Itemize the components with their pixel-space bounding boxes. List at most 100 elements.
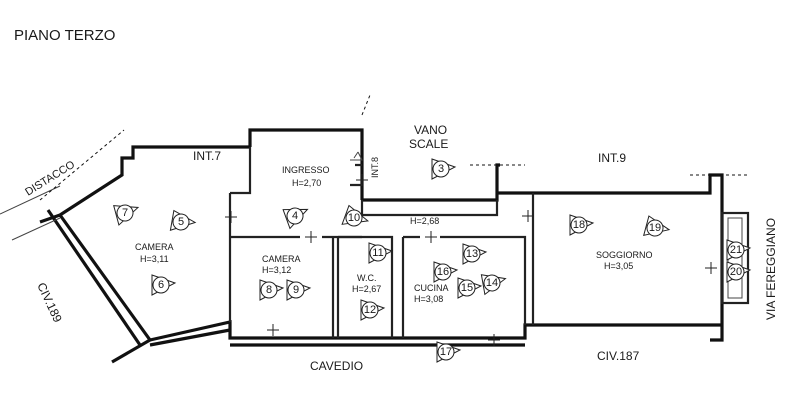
distacco-label: DISTACCO — [23, 158, 77, 198]
door-mark — [488, 334, 500, 346]
via-label: VIA FEREGGIANO — [764, 218, 778, 320]
south-outer-wall — [149, 328, 525, 347]
west-diagonal-wall — [39, 213, 153, 364]
door-mark — [356, 174, 368, 186]
vano-scale-walls — [362, 163, 533, 202]
south-wall — [149, 320, 722, 342]
view-marker: 15 — [457, 277, 483, 299]
view-marker-circle — [172, 213, 190, 231]
camera-small-name: CAMERA — [262, 254, 301, 264]
view-marker-circle — [432, 160, 450, 178]
soggiorno-name: SOGGIORNO — [596, 250, 653, 260]
view-marker: 13 — [462, 243, 488, 265]
wc-height: H=2,67 — [352, 284, 381, 294]
view-marker-label: 15 — [461, 282, 473, 294]
view-marker: 14 — [480, 274, 507, 296]
vano-label-1: VANO — [414, 123, 447, 137]
door-marks — [225, 174, 717, 346]
view-marker-label: 12 — [364, 304, 376, 316]
view-marker: 10 — [341, 204, 370, 227]
view-marker-label: 11 — [372, 247, 383, 259]
door-mark — [225, 211, 237, 223]
view-marker-circle — [463, 245, 481, 263]
view-marker-circle — [260, 281, 278, 299]
door-mark — [305, 231, 317, 243]
door-mark — [705, 262, 717, 274]
view-marker-label: 8 — [266, 284, 272, 296]
view-marker-circle — [287, 281, 305, 299]
ingresso-divider — [350, 163, 362, 187]
balcony — [720, 211, 750, 305]
view-marker-circle — [727, 241, 745, 259]
view-marker: 17 — [436, 341, 462, 363]
distacco-edges — [0, 185, 61, 241]
civ187-label: CIV.187 — [597, 349, 640, 363]
view-marker-label: 14 — [486, 277, 498, 289]
view-marker-circle — [570, 216, 588, 234]
view-marker-circle — [369, 244, 387, 262]
view-marker-circle — [458, 279, 476, 297]
ingresso-height: H=2,70 — [292, 178, 321, 188]
view-marker-circle — [361, 301, 379, 319]
camera-small-height: H=3,12 — [262, 265, 291, 275]
view-marker-circle — [483, 274, 501, 292]
view-marker-label: 19 — [649, 222, 661, 234]
view-marker: 6 — [151, 274, 177, 296]
view-marker: 12 — [360, 299, 386, 321]
view-marker-circle — [727, 263, 745, 281]
west-inner-diagonal — [46, 209, 142, 346]
view-marker-label: 9 — [293, 284, 299, 296]
view-marker-label: 21 — [730, 244, 742, 256]
view-marker-label: 18 — [573, 219, 585, 231]
view-marker: 18 — [569, 214, 595, 236]
view-marker-circle — [345, 209, 363, 227]
door-mark — [267, 324, 279, 336]
camera-large-name: CAMERA — [135, 242, 174, 252]
cucina-height: H=3,08 — [414, 294, 443, 304]
view-marker: 9 — [286, 279, 312, 301]
view-marker: 5 — [169, 209, 197, 232]
door-mark — [425, 231, 437, 243]
view-marker: 11 — [368, 242, 394, 264]
view-marker-label: 16 — [437, 266, 449, 278]
distacco-dash — [39, 129, 125, 201]
int9-label: INT.9 — [598, 151, 626, 165]
view-marker-label: 3 — [438, 163, 444, 175]
camera-large-height: H=3,11 — [140, 254, 169, 264]
stair-symbol — [350, 151, 363, 161]
int7-label: INT.7 — [193, 149, 221, 163]
view-marker: 3 — [431, 158, 457, 180]
view-marker-label: 10 — [348, 212, 360, 224]
wc-walls — [336, 235, 394, 338]
view-marker-label: 5 — [178, 216, 184, 228]
ingresso-west-wall — [230, 147, 252, 195]
view-marker-circle — [434, 263, 452, 281]
view-marker-circle — [646, 219, 664, 237]
view-marker: 16 — [433, 261, 459, 283]
vano-label-2: SCALE — [409, 137, 448, 151]
view-marker-label: 20 — [730, 266, 742, 278]
int8-label: INT.8 — [370, 157, 380, 178]
wc-name: W.C. — [357, 273, 377, 283]
plan-title: PIANO TERZO — [14, 27, 115, 44]
view-marker-circle — [286, 207, 304, 225]
corridor-north-wall — [360, 200, 499, 217]
view-marker: 19 — [643, 215, 671, 237]
view-marker: 21 — [726, 239, 752, 261]
view-marker-circle — [437, 343, 455, 361]
soggiorno-height: H=3,05 — [604, 261, 633, 271]
walls — [0, 94, 750, 364]
cucina-name: CUCINA — [414, 283, 449, 293]
view-marker-circle — [116, 204, 134, 222]
view-marker: 4 — [282, 207, 309, 230]
view-marker-label: 13 — [466, 248, 478, 260]
civ189-label: CIV.189 — [34, 280, 65, 325]
view-marker: 7 — [113, 204, 140, 226]
view-marker-circle — [152, 276, 170, 294]
west-outer-wall — [59, 145, 250, 217]
cavedio-label: CAVEDIO — [310, 359, 363, 373]
int8-dash — [361, 94, 371, 116]
view-marker-label: 4 — [292, 210, 298, 222]
view-marker: 20 — [726, 261, 752, 283]
